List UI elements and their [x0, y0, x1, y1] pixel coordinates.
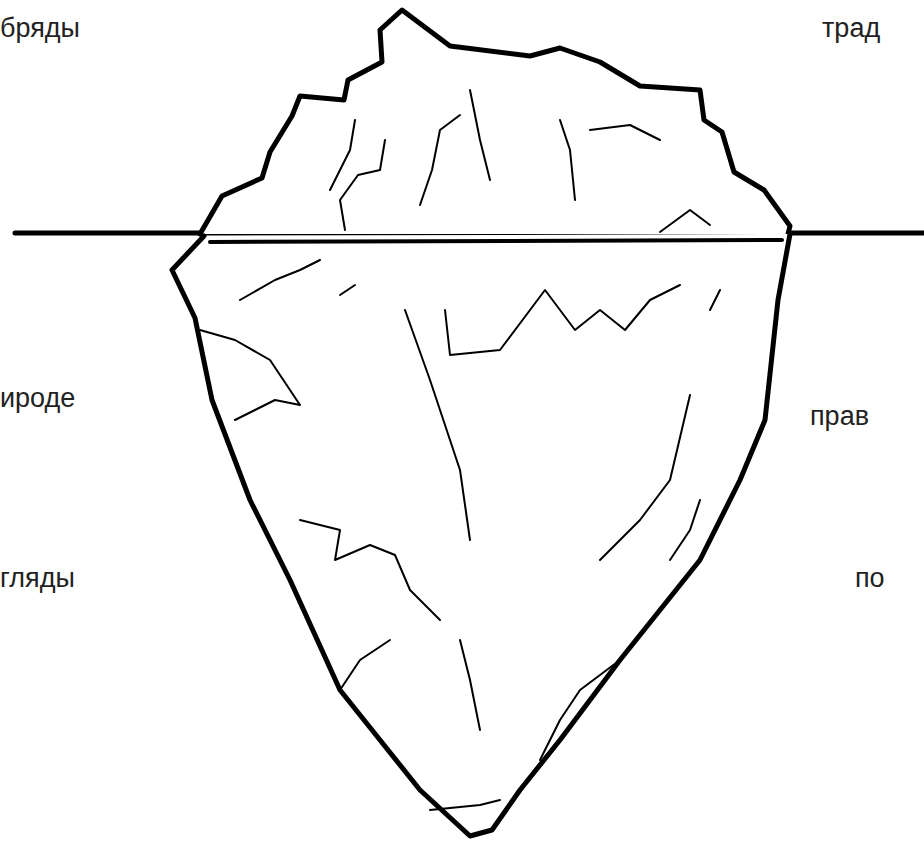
- iceberg-cracks: [200, 90, 720, 810]
- iceberg-bottom: [172, 234, 790, 836]
- side-label: по: [855, 562, 885, 594]
- side-label: прав: [810, 400, 869, 432]
- iceberg-top: [200, 10, 790, 234]
- iceberg-edge: [210, 240, 782, 242]
- side-label: гляды: [0, 562, 75, 594]
- side-label: ироде: [0, 382, 75, 414]
- side-label: бряды: [0, 12, 80, 44]
- side-label: трад: [822, 12, 880, 44]
